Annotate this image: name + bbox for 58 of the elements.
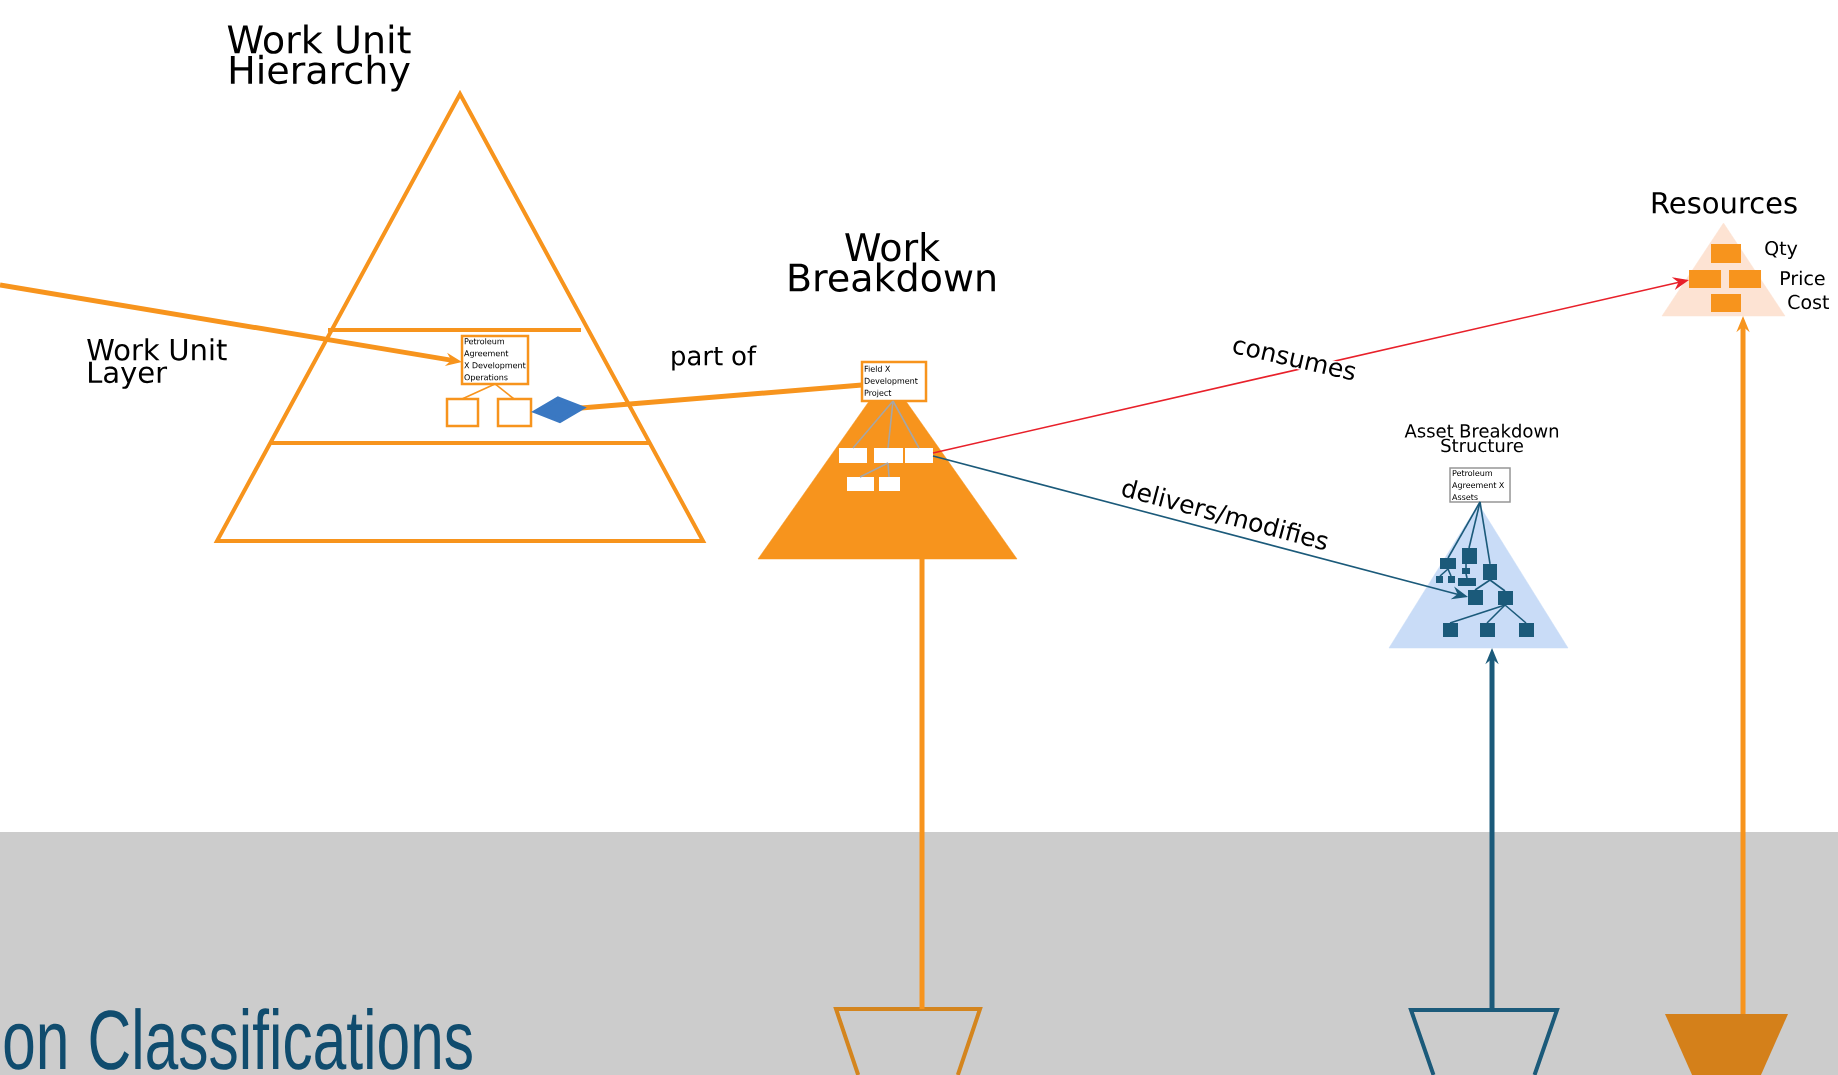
connector-line <box>1468 501 1481 549</box>
node-label: Work Unit Hierarchy <box>227 24 411 92</box>
connector-line <box>1479 501 1491 565</box>
connector-line <box>887 400 894 449</box>
box <box>1480 623 1495 637</box>
box: Petroleum Agreement X Development Operations <box>460 334 530 386</box>
node-label: Work Breakdown <box>789 232 995 292</box>
connector-line <box>1439 568 1449 577</box>
connector-line <box>494 383 515 400</box>
node-label: Price <box>1781 270 1825 286</box>
connector-line <box>1504 604 1527 624</box>
box <box>1689 270 1721 288</box>
box <box>445 397 480 428</box>
connector-line <box>1465 563 1467 569</box>
section-heading: on Classifications <box>4 1008 472 1070</box>
node-label: Asset Breakdown Structure <box>1404 423 1559 453</box>
box <box>1498 591 1513 605</box>
box <box>496 397 533 428</box>
connector-line <box>892 400 920 449</box>
connector-line <box>1489 579 1506 592</box>
edge-label: part of <box>668 344 758 372</box>
edge-label: consumes <box>1229 337 1359 383</box>
box <box>1440 558 1456 569</box>
connector-line <box>1486 604 1506 624</box>
connector-line <box>852 400 894 449</box>
box <box>1519 623 1534 637</box>
box <box>1458 578 1476 586</box>
box <box>839 448 867 463</box>
layer-band <box>270 328 651 445</box>
box <box>879 477 900 491</box>
box <box>1711 244 1741 263</box>
connector-line <box>887 462 890 478</box>
box <box>1462 568 1470 574</box>
connector-line <box>461 383 496 400</box>
connector-line <box>1474 579 1491 591</box>
box <box>1468 590 1483 605</box>
layer-label: Work Unit Layer <box>87 338 227 389</box>
box: Petroleum Agreement X Assets <box>1449 467 1511 503</box>
connector-line <box>1447 568 1452 577</box>
box <box>1448 576 1455 583</box>
box <box>1462 548 1477 564</box>
connector-line <box>919 559 925 1009</box>
box: Field X Development Project <box>860 360 928 403</box>
box <box>905 448 933 463</box>
box <box>1443 623 1458 637</box>
box <box>1729 270 1761 288</box>
box <box>1711 294 1741 312</box>
triangle-marker <box>1665 1014 1788 1075</box>
connector-line <box>1449 604 1506 624</box>
node-label: Resources <box>1652 192 1797 214</box>
node-label: Cost <box>1788 294 1829 310</box>
box <box>847 477 874 491</box>
box <box>1436 576 1443 583</box>
connector-line <box>859 462 889 478</box>
connector-line <box>1465 573 1468 579</box>
box <box>1483 564 1497 580</box>
box <box>874 448 903 463</box>
connector-line <box>1447 501 1481 559</box>
